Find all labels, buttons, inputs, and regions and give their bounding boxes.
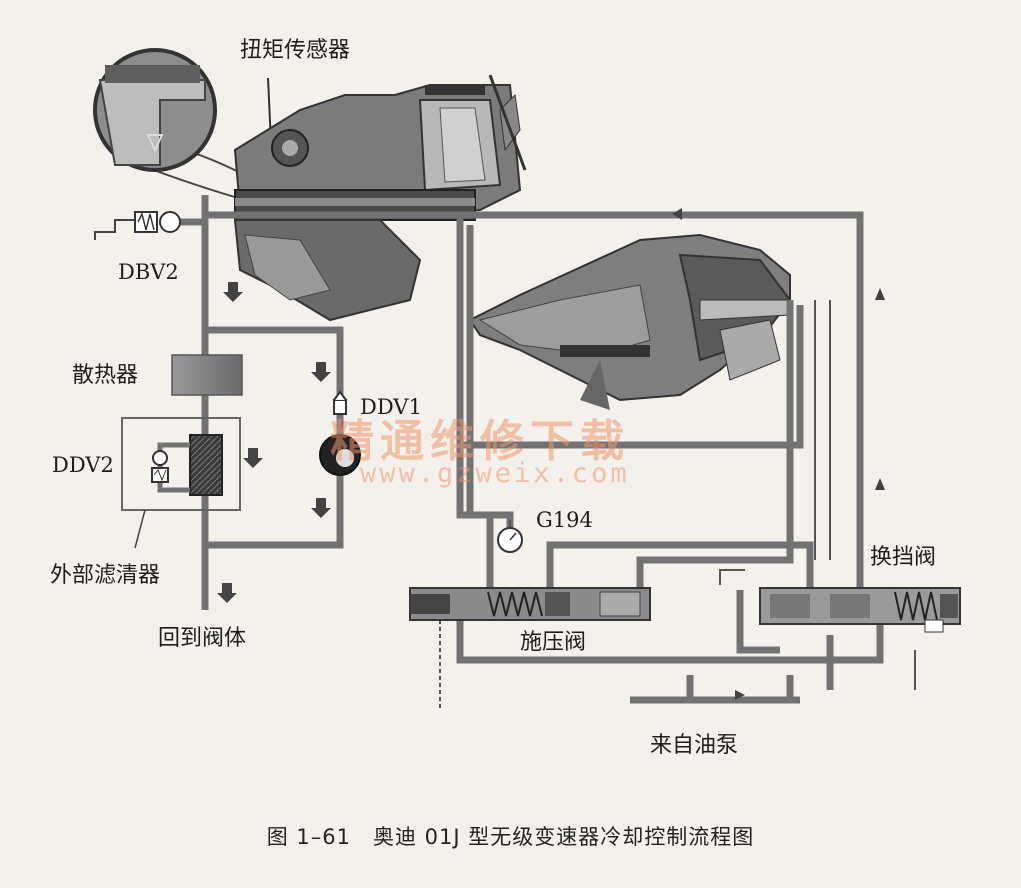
torque-sensor-label: 扭矩传感器 [240, 38, 351, 63]
magnifier-callout [93, 48, 246, 201]
ddv1-valve [319, 390, 361, 476]
ddv1-label: DDV1 [360, 395, 422, 419]
ddv2-valve [151, 450, 169, 483]
secondary-pulley-assembly [468, 233, 792, 410]
dbv2-valve [94, 211, 181, 240]
watermark-url: www.gzweix.com [360, 458, 630, 489]
figure-caption: 图 1–61 奥迪 01J 型无级变速器冷却控制流程图 [266, 825, 755, 849]
flow-arrows [217, 208, 885, 700]
external-filter-label: 外部滤清器 [50, 563, 161, 588]
radiator-label: 散热器 [72, 363, 139, 388]
pressure-valve [409, 587, 651, 621]
shift-valve-label: 换挡阀 [870, 545, 937, 570]
external-filter [121, 417, 241, 511]
pipe-network [180, 195, 884, 704]
from-oil-pump-label: 来自油泵 [650, 733, 739, 758]
pilot-lines [439, 300, 916, 710]
dbv2-label: DBV2 [118, 260, 179, 284]
radiator [171, 354, 243, 396]
g194-pressure-gauge [497, 520, 523, 553]
pressure-valve-label: 施压阀 [520, 630, 587, 655]
external-filter-leader [134, 509, 146, 549]
primary-pulley-assembly [233, 74, 527, 322]
watermark-text: 精通维修下载 [330, 416, 630, 467]
return-to-valve-body-label: 回到阀体 [158, 626, 247, 651]
g194-label: G194 [536, 508, 593, 532]
shift-valve [759, 587, 961, 633]
ddv2-label: DDV2 [52, 453, 114, 477]
